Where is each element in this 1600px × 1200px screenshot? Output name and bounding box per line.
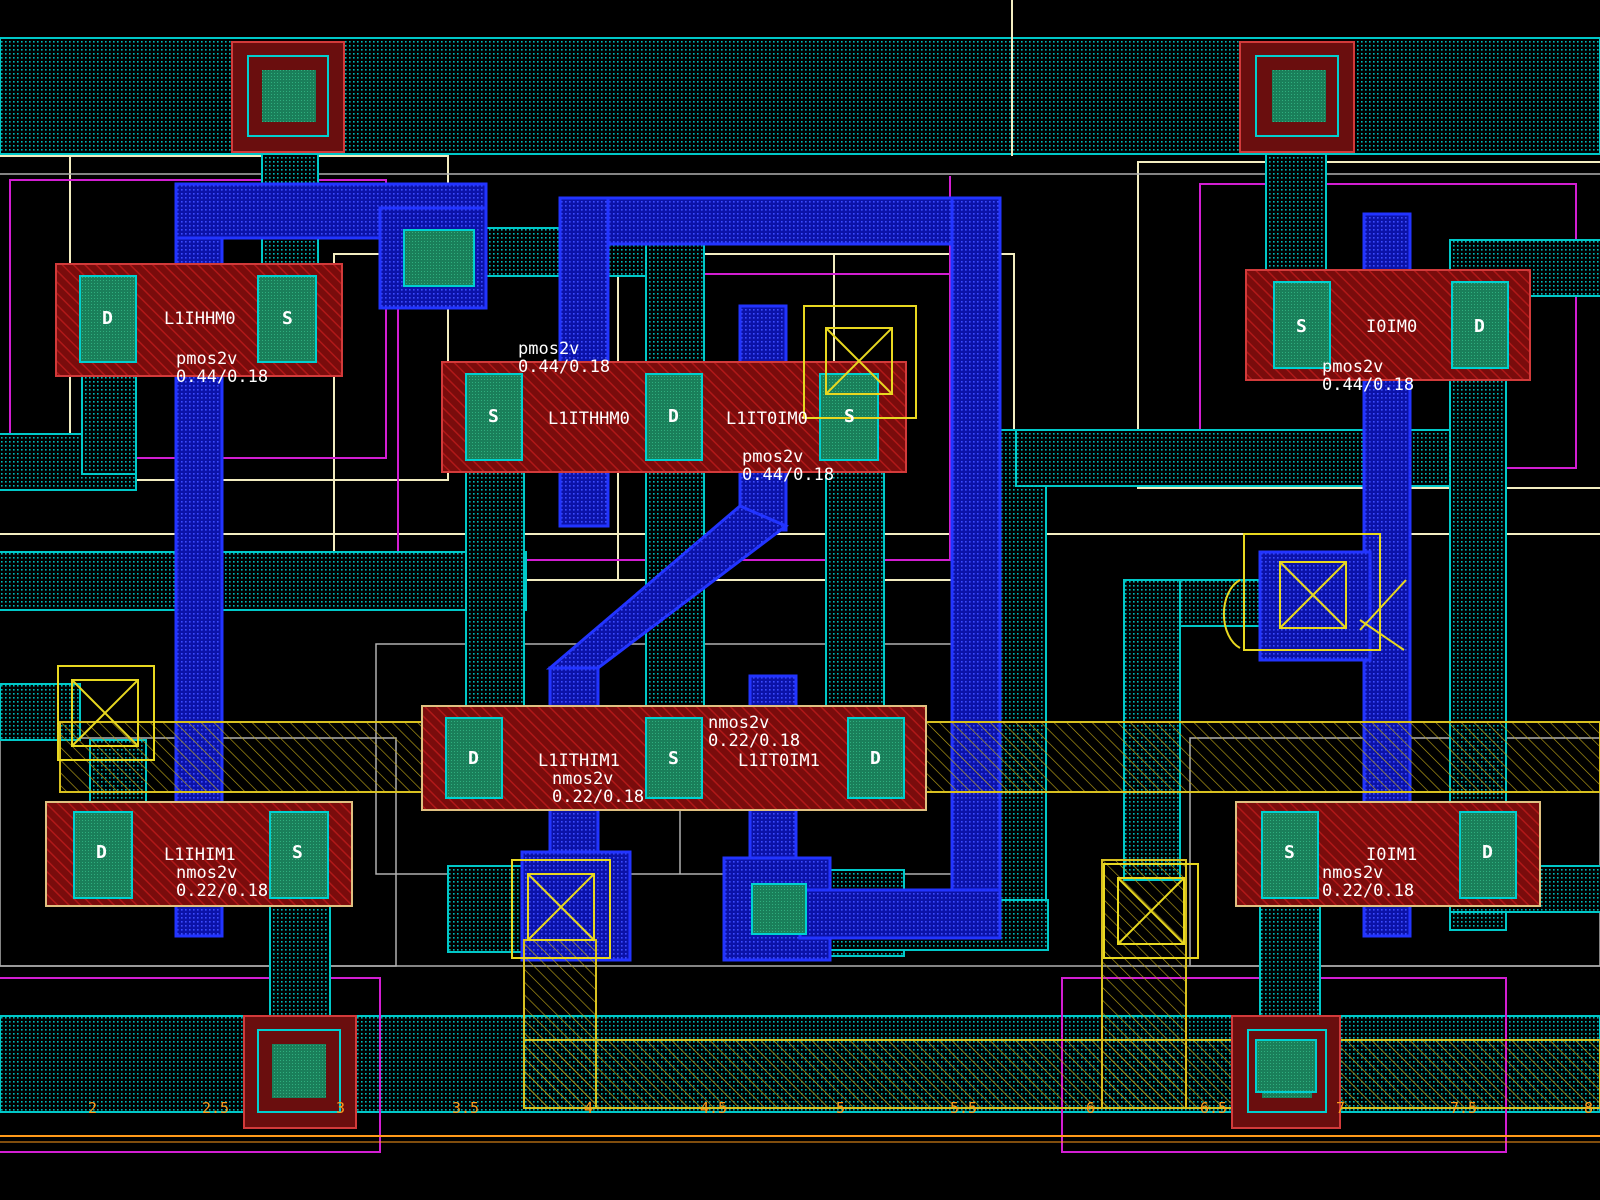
drain-terminal[interactable]: D — [1474, 316, 1485, 337]
cross-contacts[interactable] — [57, 305, 1407, 959]
device-size-label: 0.22/0.18 — [552, 787, 645, 807]
device-name-label: L1ITHHM0 — [548, 409, 630, 429]
device-size-label: 0.22/0.18 — [1322, 881, 1415, 901]
source-terminal[interactable]: S — [668, 748, 679, 769]
ruler-tick-label: 6 — [1086, 1099, 1096, 1117]
ruler-tick-label: 7 — [1336, 1099, 1346, 1117]
source-terminal[interactable]: S — [282, 308, 293, 329]
device-size-label: 0.44/0.18 — [176, 367, 269, 387]
device-model-label: pmos2v — [1322, 357, 1384, 377]
device-name-label: L1IHHM0 — [164, 309, 236, 329]
ruler-tick-label: 3 — [336, 1099, 346, 1117]
device-size-label: 0.44/0.18 — [1322, 375, 1415, 395]
ruler-tick-label: 4.5 — [700, 1099, 728, 1117]
device-model-label: pmos2v — [518, 339, 580, 359]
source-terminal[interactable]: S — [292, 842, 303, 863]
device-name-label: L1IT0IM0 — [726, 409, 808, 429]
rail-vias[interactable] — [231, 41, 1355, 1129]
drain-terminal[interactable]: D — [468, 748, 479, 769]
ruler-axis — [0, 1135, 1600, 1143]
source-terminal[interactable]: S — [488, 406, 499, 427]
drain-terminal[interactable]: D — [102, 308, 113, 329]
source-terminal[interactable]: S — [1284, 842, 1295, 863]
device-size-label: 0.44/0.18 — [742, 465, 835, 485]
ruler-tick-label: 7.5 — [1450, 1099, 1478, 1117]
drain-terminal[interactable]: D — [668, 406, 679, 427]
device-model-label: pmos2v — [742, 447, 804, 467]
ruler-tick-label: 2.5 — [202, 1099, 230, 1117]
ruler-tick-label: 3.5 — [452, 1099, 480, 1117]
device-size-label: 0.44/0.18 — [518, 357, 611, 377]
drain-terminal[interactable]: D — [870, 748, 881, 769]
ruler-tick-label: 5.5 — [950, 1099, 978, 1117]
drain-terminal[interactable]: D — [96, 842, 107, 863]
source-terminal[interactable]: S — [844, 406, 855, 427]
device-name-label: I0IM0 — [1366, 317, 1418, 337]
source-terminal[interactable]: S — [1296, 316, 1307, 337]
ruler-tick-label: 6.5 — [1200, 1099, 1228, 1117]
device-model-label: nmos2v — [176, 863, 238, 883]
drain-terminal[interactable]: D — [1482, 842, 1493, 863]
device-name-label: I0IM1 — [1366, 845, 1418, 865]
ruler-tick-label: 5 — [836, 1099, 846, 1117]
ruler-tick-label: 4 — [584, 1099, 594, 1117]
device-name-label: L1IT0IM1 — [738, 751, 820, 771]
device-model-label: nmos2v — [708, 713, 770, 733]
device-name-label: L1ITHIM1 — [538, 751, 620, 771]
device-size-label: 0.22/0.18 — [708, 731, 801, 751]
device-name-label: L1IHIM1 — [164, 845, 236, 865]
ruler-tick-label: 2 — [88, 1099, 98, 1117]
device-model-label: pmos2v — [176, 349, 238, 369]
device-model-label: nmos2v — [1322, 863, 1384, 883]
device-size-label: 0.22/0.18 — [176, 881, 269, 901]
ruler-tick-label: 8 — [1584, 1099, 1594, 1117]
device-model-label: nmos2v — [552, 769, 614, 789]
